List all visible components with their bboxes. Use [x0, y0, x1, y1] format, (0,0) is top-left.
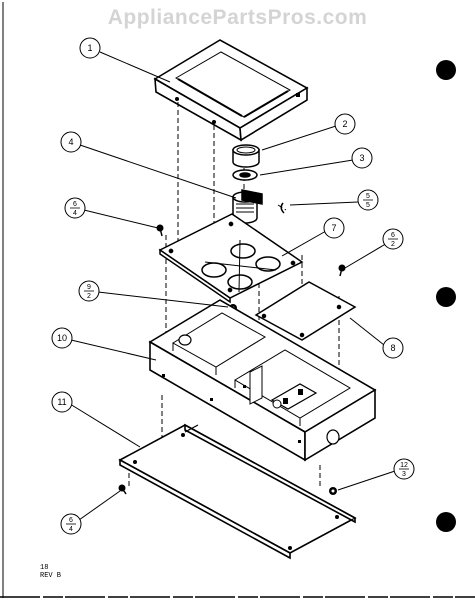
callout-3-label: 3 [359, 153, 364, 163]
callout-1: 1 [79, 37, 101, 59]
fraction-denominator: 2 [87, 293, 91, 300]
fraction-numerator: 6 [73, 201, 77, 208]
fraction-numerator: 6 [391, 232, 395, 239]
fraction-numerator: 9 [87, 284, 91, 291]
callout-11: 11 [51, 391, 73, 413]
part-3-washer [232, 169, 258, 181]
callout-4-label: 4 [68, 137, 73, 147]
binder-hole-bottom [436, 512, 456, 532]
callout-11-label: 11 [57, 397, 66, 407]
part-7-gasket-plate [158, 213, 304, 304]
callout-10-label: 10 [57, 333, 67, 343]
callout-2: 2 [334, 113, 356, 135]
fraction-denominator: 4 [73, 210, 77, 217]
binder-hole-top [436, 60, 456, 80]
leader-lines [69, 51, 396, 521]
callout-9-2: 9 2 [78, 280, 100, 302]
part-10-control-box [148, 299, 377, 462]
revision-note: 18 REV B [40, 564, 61, 580]
part-11-base-plate [118, 423, 357, 560]
revision-number: 18 [40, 564, 49, 572]
fraction-denominator: 2 [391, 241, 395, 248]
callout-3: 3 [351, 147, 373, 169]
part-12-grommet [329, 487, 337, 495]
callout-8-label: 8 [390, 343, 395, 353]
part-1-bezel [153, 39, 309, 142]
revision-label: REV B [40, 572, 62, 580]
callout-6-4-bottom: 6 4 [60, 513, 82, 535]
fraction-denominator: 3 [402, 471, 406, 478]
callout-7: 7 [323, 217, 345, 239]
callout-10: 10 [51, 327, 73, 349]
callout-6-2: 6 2 [382, 228, 404, 250]
callout-8: 8 [382, 337, 404, 359]
callout-2-label: 2 [342, 119, 347, 129]
part-2-knob-cap [232, 144, 260, 168]
part-5-clip [280, 202, 285, 214]
fraction-denominator: 4 [69, 526, 73, 533]
binder-hole-middle [436, 287, 456, 307]
callout-12-3: 12 3 [393, 458, 415, 480]
callout-6-4-top: 6 4 [64, 197, 86, 219]
fraction-denominator: 5 [366, 202, 370, 209]
fraction-numerator: 12 [400, 462, 408, 469]
part-6-screws [118, 224, 346, 495]
watermark-text: AppliancePartsPros.com [107, 6, 368, 29]
part-4-switch-body [232, 189, 263, 224]
fraction-numerator: 5 [366, 193, 370, 200]
callout-4: 4 [60, 131, 82, 153]
callout-5-5: 5 5 [357, 189, 379, 211]
fraction-numerator: 6 [69, 517, 73, 524]
callout-7-label: 7 [331, 223, 336, 233]
part-8-cover-plate [254, 281, 357, 341]
callout-1-label: 1 [87, 43, 92, 53]
